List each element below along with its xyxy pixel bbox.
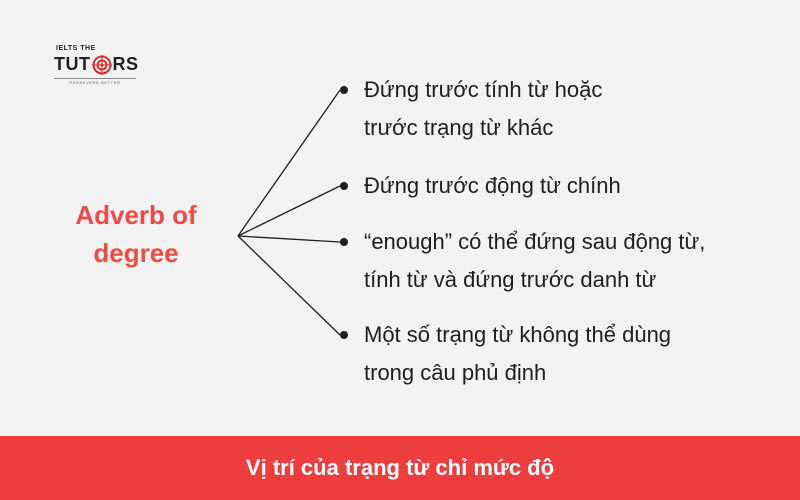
center-label-line2: degree	[93, 238, 179, 268]
branch-item-4-line2: trong câu phủ định	[364, 360, 547, 385]
bullet-icon	[340, 238, 348, 246]
target-icon	[91, 54, 112, 75]
logo: IELTS THE TUT RS PERSEVERE BETTER	[46, 44, 139, 88]
logo-tagline: PERSEVERE BETTER	[54, 78, 136, 85]
branch-item-3-line1: “enough” có thể đứng sau động từ,	[364, 229, 706, 254]
branch-item-4: Một số trạng từ không thể dùng trong câu…	[340, 316, 671, 392]
connector-line-3	[237, 235, 341, 243]
center-label-line1: Adverb of	[75, 200, 197, 230]
branch-item-1: Đứng trước tính từ hoặc trước trạng từ k…	[340, 71, 602, 147]
branch-item-2-line1: Đứng trước động từ chính	[364, 173, 621, 198]
bullet-icon	[340, 331, 348, 339]
footer-banner: Vị trí của trạng từ chỉ mức độ	[0, 436, 800, 500]
branch-item-1-line2: trước trạng từ khác	[364, 115, 554, 140]
footer-title: Vị trí của trạng từ chỉ mức độ	[245, 455, 555, 480]
center-node-label: Adverb of degree	[46, 196, 226, 272]
branch-item-4-line1: Một số trạng từ không thể dùng	[364, 322, 672, 347]
connector-line-4	[237, 235, 341, 336]
logo-wordmark: TUT RS	[54, 54, 139, 75]
connector-line-1	[237, 89, 341, 237]
logo-small-text: IELTS THE	[56, 45, 96, 52]
branch-item-1-line1: Đứng trước tính từ hoặc	[364, 77, 603, 102]
bullet-icon	[340, 182, 348, 190]
branch-item-2: Đứng trước động từ chính	[340, 167, 621, 205]
bullet-icon	[340, 86, 348, 94]
branch-item-3: “enough” có thể đứng sau động từ, tính t…	[340, 223, 705, 299]
logo-text-right: RS	[112, 54, 139, 74]
logo-text-left: TUT	[54, 54, 91, 74]
branch-item-3-line2: tính từ và đứng trước danh từ	[364, 267, 657, 292]
connector-line-2	[237, 185, 341, 237]
